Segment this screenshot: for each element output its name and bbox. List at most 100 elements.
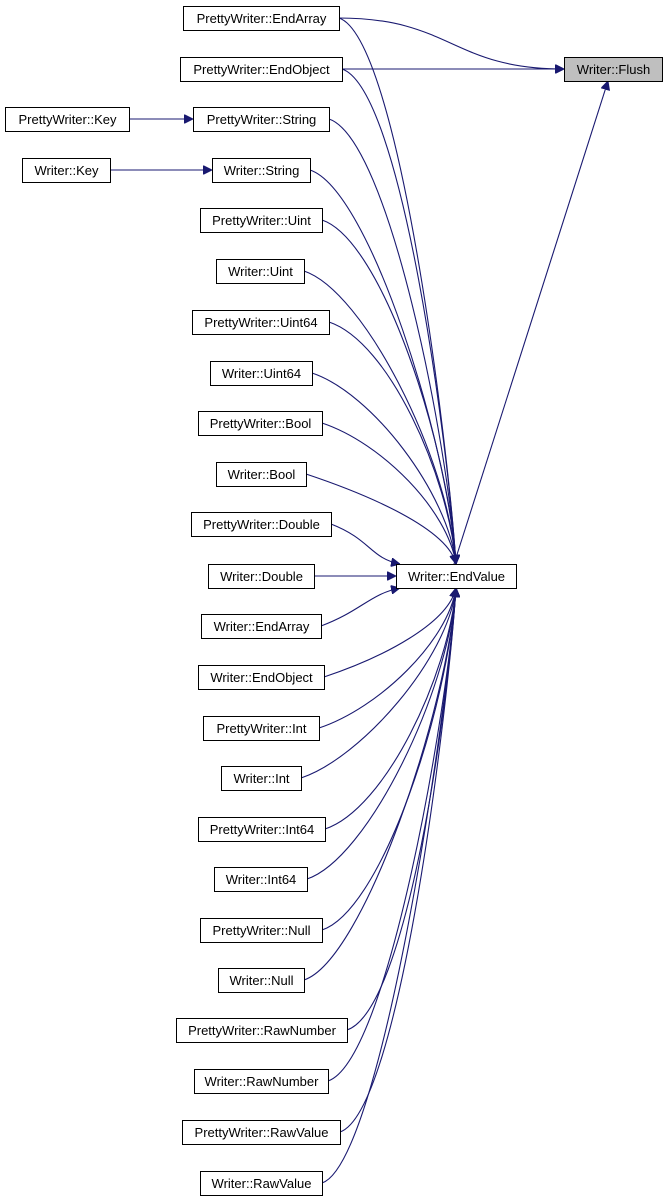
node-label: PrettyWriter::RawNumber	[188, 1023, 337, 1038]
edge-w_bool-to-endvalue	[305, 473, 456, 564]
node-box	[198, 411, 323, 436]
node-label: Writer::RawNumber	[205, 1074, 320, 1089]
node-pw-uint64[interactable]: PrettyWriter::Uint64	[192, 310, 330, 335]
node-label: PrettyWriter::Int64	[210, 822, 315, 837]
edge-pw_int-to-endvalue	[318, 588, 456, 729]
node-label: Writer::Uint	[228, 264, 293, 279]
node-label: PrettyWriter::Uint64	[204, 315, 317, 330]
node-box	[564, 57, 663, 82]
node-pw-rawnumber[interactable]: PrettyWriter::RawNumber	[176, 1018, 348, 1043]
edge-pw_bool-to-endvalue	[321, 422, 456, 564]
node-label: Writer::Bool	[228, 467, 296, 482]
node-w-endarray[interactable]: Writer::EndArray	[201, 614, 322, 639]
node-pw-int64[interactable]: PrettyWriter::Int64	[198, 817, 326, 842]
node-label: Writer::EndObject	[210, 670, 313, 685]
node-pw-bool[interactable]: PrettyWriter::Bool	[198, 411, 323, 436]
node-box	[212, 158, 311, 183]
edge-w_rawvalue-to-endvalue	[321, 588, 456, 1184]
node-box	[396, 564, 517, 589]
node-label: PrettyWriter::RawValue	[195, 1125, 329, 1140]
edge-pw_string-to-endvalue	[328, 118, 456, 564]
node-box	[180, 57, 343, 82]
node-w-bool[interactable]: Writer::Bool	[216, 462, 307, 487]
node-box	[214, 867, 308, 892]
node-label: PrettyWriter::EndObject	[193, 62, 330, 77]
node-flush[interactable]: Writer::Flush	[564, 57, 663, 82]
edge-w_int-to-endvalue	[300, 588, 456, 779]
node-box	[191, 512, 332, 537]
node-w-double[interactable]: Writer::Double	[208, 564, 315, 589]
node-w-int64[interactable]: Writer::Int64	[214, 867, 308, 892]
node-box	[182, 1120, 341, 1145]
node-w-int[interactable]: Writer::Int	[221, 766, 302, 791]
node-box	[192, 310, 330, 335]
node-label: PrettyWriter::Uint	[212, 213, 311, 228]
node-label: Writer::Int64	[226, 872, 297, 887]
nodes-layer: Writer::FlushWriter::EndValuePrettyWrite…	[5, 6, 663, 1196]
node-box	[210, 361, 313, 386]
node-w-string[interactable]: Writer::String	[212, 158, 311, 183]
edge-w_int64-to-endvalue	[306, 588, 456, 880]
node-label: PrettyWriter::Int	[216, 721, 306, 736]
edge-pw_rawvalue-to-endvalue	[339, 588, 456, 1133]
node-pw-double[interactable]: PrettyWriter::Double	[191, 512, 332, 537]
node-w-rawnumber[interactable]: Writer::RawNumber	[194, 1069, 329, 1094]
node-label: Writer::Int	[233, 771, 289, 786]
node-box	[183, 6, 340, 31]
edge-pw_double-to-endvalue	[330, 523, 400, 564]
node-box	[208, 564, 315, 589]
node-pw-string[interactable]: PrettyWriter::String	[193, 107, 330, 132]
node-box	[216, 259, 305, 284]
node-w-rawvalue[interactable]: Writer::RawValue	[200, 1171, 323, 1196]
node-box	[198, 817, 326, 842]
node-label: PrettyWriter::Bool	[210, 416, 312, 431]
node-w-uint64[interactable]: Writer::Uint64	[210, 361, 313, 386]
edge-w_endarray-to-endvalue	[320, 588, 400, 627]
node-box	[203, 716, 320, 741]
node-w-null[interactable]: Writer::Null	[218, 968, 305, 993]
node-label: Writer::String	[224, 163, 300, 178]
node-label: Writer::Null	[229, 973, 293, 988]
edge-pw_rawnumber-to-endvalue	[346, 588, 456, 1031]
node-box	[216, 462, 307, 487]
edge-pw_endarray-to-flush	[338, 17, 564, 69]
node-box	[200, 1171, 323, 1196]
node-pw-endobject[interactable]: PrettyWriter::EndObject	[180, 57, 343, 82]
node-label: PrettyWriter::Double	[203, 517, 320, 532]
edge-pw_int64-to-endvalue	[324, 588, 456, 830]
node-label: PrettyWriter::Null	[213, 923, 311, 938]
edge-w_uint64-to-endvalue	[311, 372, 456, 564]
node-box	[5, 107, 130, 132]
node-label: PrettyWriter::String	[207, 112, 317, 127]
node-pw-null[interactable]: PrettyWriter::Null	[200, 918, 323, 943]
node-box	[200, 208, 323, 233]
edge-w_null-to-endvalue	[303, 588, 456, 981]
node-box	[221, 766, 302, 791]
node-box	[200, 918, 323, 943]
node-w-endobject[interactable]: Writer::EndObject	[198, 665, 325, 690]
node-label: Writer::Uint64	[222, 366, 301, 381]
node-pw-rawvalue[interactable]: PrettyWriter::RawValue	[182, 1120, 341, 1145]
node-pw-key[interactable]: PrettyWriter::Key	[5, 107, 130, 132]
node-pw-endarray[interactable]: PrettyWriter::EndArray	[183, 6, 340, 31]
node-label: Writer::EndArray	[214, 619, 310, 634]
node-label: Writer::RawValue	[212, 1176, 312, 1191]
edge-pw_uint-to-endvalue	[321, 219, 456, 564]
edge-pw_endobject-to-endvalue	[341, 68, 456, 564]
node-box	[193, 107, 330, 132]
node-pw-int[interactable]: PrettyWriter::Int	[203, 716, 320, 741]
edges-layer	[110, 17, 608, 1184]
edge-w_endobject-to-endvalue	[323, 588, 456, 678]
node-box	[198, 665, 325, 690]
node-box	[194, 1069, 329, 1094]
node-endvalue[interactable]: Writer::EndValue	[396, 564, 517, 589]
node-box	[218, 968, 305, 993]
node-label: Writer::Key	[34, 163, 99, 178]
node-w-key[interactable]: Writer::Key	[22, 158, 111, 183]
edge-w_rawnumber-to-endvalue	[327, 588, 456, 1082]
node-pw-uint[interactable]: PrettyWriter::Uint	[200, 208, 323, 233]
node-w-uint[interactable]: Writer::Uint	[216, 259, 305, 284]
node-box	[22, 158, 111, 183]
edge-endvalue-to-flush	[453, 81, 608, 565]
